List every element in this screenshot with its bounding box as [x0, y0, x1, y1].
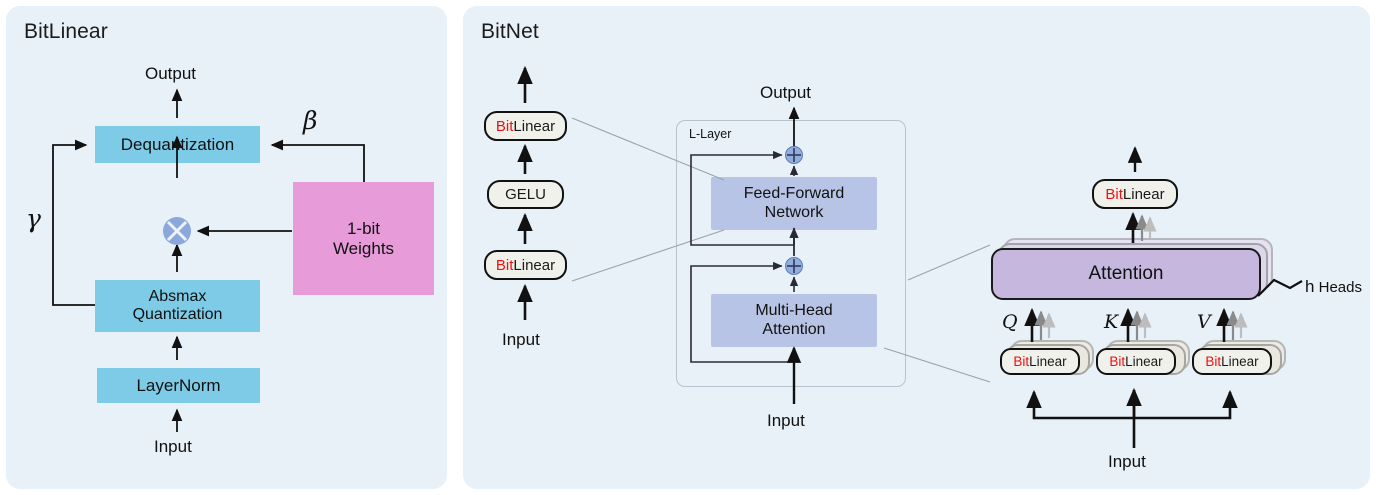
attention-detail-input-label: Input — [1108, 452, 1146, 471]
bit-prefix: Bit — [495, 117, 514, 135]
l-layer-rest: -Layer — [695, 127, 732, 141]
k-symbol-label: K — [1104, 311, 1119, 333]
layernorm-box: LayerNorm — [97, 368, 260, 403]
mha-line1: Multi-Head — [755, 302, 833, 320]
transformer-input-label: Input — [767, 411, 805, 430]
l-layer-italic: L — [689, 127, 696, 141]
mha-line2: Attention — [762, 320, 826, 338]
bit-prefix: Bit — [1109, 354, 1126, 369]
bitlinear-input-label: Input — [154, 437, 192, 456]
bit-prefix: Bit — [1105, 185, 1123, 203]
h-italic: h — [1305, 277, 1315, 296]
absmax-quantization-box: Absmax Quantization — [95, 280, 260, 332]
q-symbol-label: Q — [1002, 311, 1018, 333]
h-heads-label: h Heads — [1305, 277, 1362, 297]
feed-forward-network-box: Feed-Forward Network — [711, 177, 877, 230]
multi-head-attention-box: Multi-Head Attention — [711, 294, 877, 347]
l-layer-label: L-Layer — [689, 127, 731, 141]
attention-box: Attention — [991, 248, 1261, 300]
ffn-line2: Network — [764, 203, 824, 221]
bit-prefix: Bit — [1013, 354, 1030, 369]
linear-suffix: Linear — [1029, 354, 1067, 369]
heads-rest: Heads — [1314, 279, 1362, 296]
absmax-line1: Absmax — [148, 287, 207, 305]
linear-suffix: Linear — [513, 117, 556, 135]
linear-suffix: Linear — [1221, 354, 1259, 369]
linear-suffix: Linear — [1125, 354, 1163, 369]
ffn-line1: Feed-Forward — [743, 185, 845, 203]
bitnet-stack-input-label: Input — [502, 330, 540, 349]
one-bit-weights-box: 1-bit Weights — [293, 182, 434, 295]
bitlinear-panel-title: BitLinear — [24, 20, 108, 43]
gelu-label: GELU — [505, 186, 546, 203]
bitnet-panel-title: BitNet — [481, 20, 539, 43]
gamma-label: γ — [26, 204, 41, 233]
bitnet-stack-gelu[interactable]: GELU — [487, 180, 564, 209]
linear-suffix: Linear — [513, 256, 556, 274]
weights-line1: 1-bit — [346, 218, 381, 238]
beta-label: β — [303, 106, 318, 135]
weights-line2: Weights — [332, 238, 395, 258]
bitlinear-output-label: Output — [145, 64, 197, 83]
v-symbol-label: V — [1197, 311, 1211, 333]
transformer-output-label: Output — [760, 83, 812, 102]
linear-suffix: Linear — [1122, 185, 1165, 203]
absmax-line2: Quantization — [132, 306, 223, 323]
bit-prefix: Bit — [495, 256, 514, 274]
bit-prefix: Bit — [1205, 354, 1222, 369]
dequantization-box: Dequantization — [95, 126, 260, 163]
